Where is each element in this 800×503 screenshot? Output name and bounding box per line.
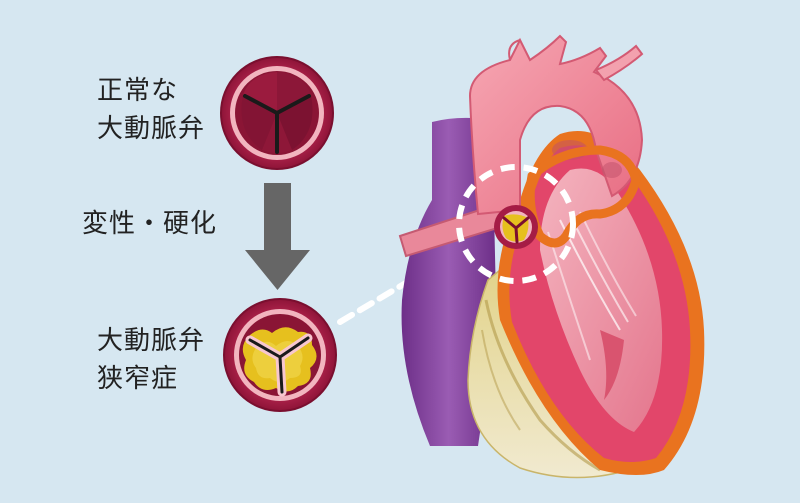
stenotic-valve-icon — [223, 298, 337, 412]
normal-valve-label-line2: 大動脈弁 — [97, 114, 206, 144]
heart-illustration — [398, 34, 705, 479]
progression-arrow-icon — [245, 183, 310, 290]
stenosis-label-line2: 狭窄症 — [97, 364, 179, 394]
degeneration-label: 変性・硬化 — [82, 205, 217, 243]
normal-valve-label: 正常な 大動脈弁 — [97, 72, 205, 148]
stenosis-label: 大動脈弁 狭窄症 — [97, 322, 205, 398]
degeneration-label-text: 変性・硬化 — [82, 209, 218, 239]
normal-valve-label-line1: 正常な — [97, 76, 179, 106]
stenosis-label-line1: 大動脈弁 — [97, 326, 206, 356]
normal-valve-icon — [220, 56, 334, 170]
heart-valve-detail-icon — [494, 205, 538, 249]
zoom-circle — [456, 164, 576, 284]
